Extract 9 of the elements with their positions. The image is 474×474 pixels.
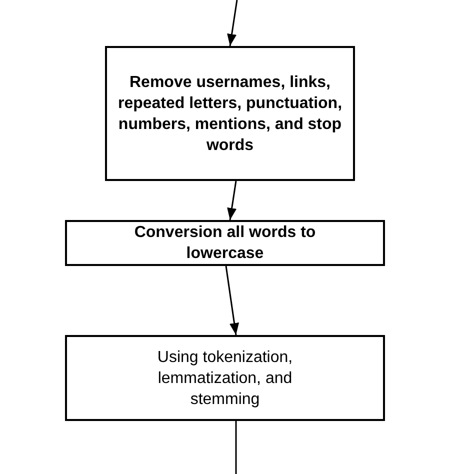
step-text: Conversion all words to lowercase xyxy=(133,223,317,264)
arrow xyxy=(225,266,240,336)
process-box xyxy=(65,335,385,421)
step-text: Remove usernames, links, repeated letters, punctuation, numbers, mentions, and stop words xyxy=(117,72,343,156)
step-text: Using tokenization, lemmatization, and stemming xyxy=(156,348,294,410)
process-box xyxy=(105,46,355,181)
arrow xyxy=(227,0,238,46)
process-box xyxy=(65,220,385,266)
arrow xyxy=(227,180,237,220)
